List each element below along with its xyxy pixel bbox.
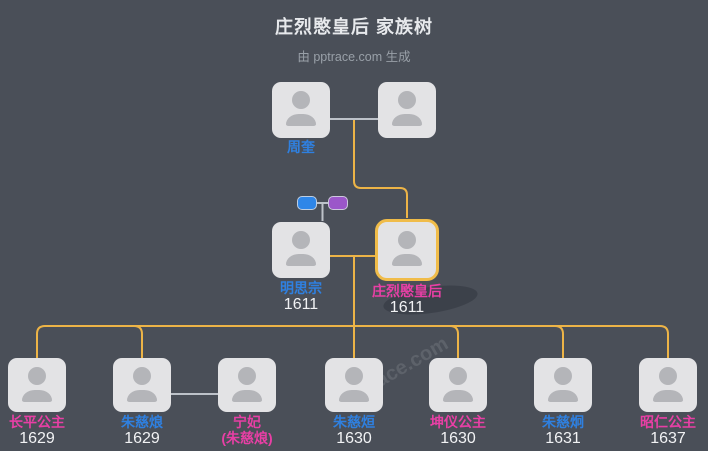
child-7-label: 昭仁公主 1637 — [640, 414, 696, 447]
person-shoulders-icon — [286, 254, 316, 266]
card-grandmother[interactable] — [378, 82, 436, 138]
child-1-label: 长平公主 1629 — [9, 414, 65, 447]
person-shoulders-icon — [286, 114, 316, 126]
birth-year: 1611 — [389, 299, 425, 316]
child-spouse-label: 宁妃 (朱慈烺) — [221, 414, 272, 446]
card-mother-highlighted[interactable] — [375, 219, 439, 281]
collapsed-mother-node[interactable] — [328, 196, 348, 210]
birth-year: 1630 — [336, 430, 372, 447]
birth-year: 1629 — [124, 430, 160, 447]
father-label: 明思宗 1611 — [280, 280, 322, 313]
card-grandfather[interactable] — [272, 82, 330, 138]
person-icon — [398, 231, 416, 249]
person-icon — [554, 367, 572, 385]
person-name: 庄烈愍皇后 — [372, 283, 442, 299]
card-child-2[interactable] — [113, 358, 171, 412]
person-name: 朱慈烜 — [333, 414, 375, 430]
person-shoulders-icon — [653, 390, 683, 402]
person-shoulders-icon — [232, 390, 262, 402]
card-child-4[interactable] — [325, 358, 383, 412]
children-bus-line — [36, 325, 669, 358]
person-icon — [345, 367, 363, 385]
mother-label: 庄烈愍皇后 1611 — [372, 283, 442, 316]
card-child-5[interactable] — [429, 358, 487, 412]
person-icon — [449, 367, 467, 385]
person-name: 坤仪公主 — [430, 414, 486, 430]
person-name: 朱慈烺 — [121, 414, 163, 430]
child-4-label: 朱慈烜 1630 — [333, 414, 375, 447]
person-shoulders-icon — [339, 390, 369, 402]
collapsed-father-node[interactable] — [297, 196, 317, 210]
child-5-label: 坤仪公主 1630 — [430, 414, 486, 447]
grandfather-label: 周奎 — [287, 139, 315, 155]
card-child-7[interactable] — [639, 358, 697, 412]
person-icon — [292, 231, 310, 249]
person-shoulders-icon — [443, 390, 473, 402]
spouse-of-note: (朱慈烺) — [221, 430, 273, 446]
person-name: 昭仁公主 — [640, 414, 696, 430]
person-shoulders-icon — [392, 254, 422, 266]
person-icon — [398, 91, 416, 109]
person-shoulders-icon — [22, 390, 52, 402]
person-icon — [28, 367, 46, 385]
mother-ancestry-line — [353, 120, 408, 218]
person-name: 明思宗 — [280, 280, 322, 296]
birth-year: 1630 — [440, 430, 476, 447]
card-father[interactable] — [272, 222, 330, 278]
card-child-6[interactable] — [534, 358, 592, 412]
person-icon — [238, 367, 256, 385]
birth-year: 1629 — [19, 430, 55, 447]
card-child-spouse[interactable] — [218, 358, 276, 412]
person-name: 朱慈炯 — [542, 414, 584, 430]
person-icon — [133, 367, 151, 385]
birth-year: 1611 — [283, 296, 319, 313]
child-6-label: 朱慈炯 1631 — [542, 414, 584, 447]
person-name: 长平公主 — [9, 414, 65, 430]
birth-year: 1631 — [545, 430, 581, 447]
page-title: 庄烈愍皇后 家族树 — [274, 17, 433, 37]
child-drop-line — [133, 325, 143, 358]
person-name: 宁妃 — [232, 414, 261, 430]
person-shoulders-icon — [392, 114, 422, 126]
person-shoulders-icon — [127, 390, 157, 402]
generator-credit: 由 pptrace.com 生成 — [297, 50, 411, 64]
child-2-label: 朱慈烺 1629 — [121, 414, 163, 447]
person-shoulders-icon — [548, 390, 578, 402]
person-name: 周奎 — [287, 139, 315, 155]
card-child-1[interactable] — [8, 358, 66, 412]
child-drop-line — [554, 325, 564, 358]
person-icon — [659, 367, 677, 385]
person-icon — [292, 91, 310, 109]
birth-year: 1637 — [650, 430, 686, 447]
child-drop-line — [449, 325, 459, 358]
